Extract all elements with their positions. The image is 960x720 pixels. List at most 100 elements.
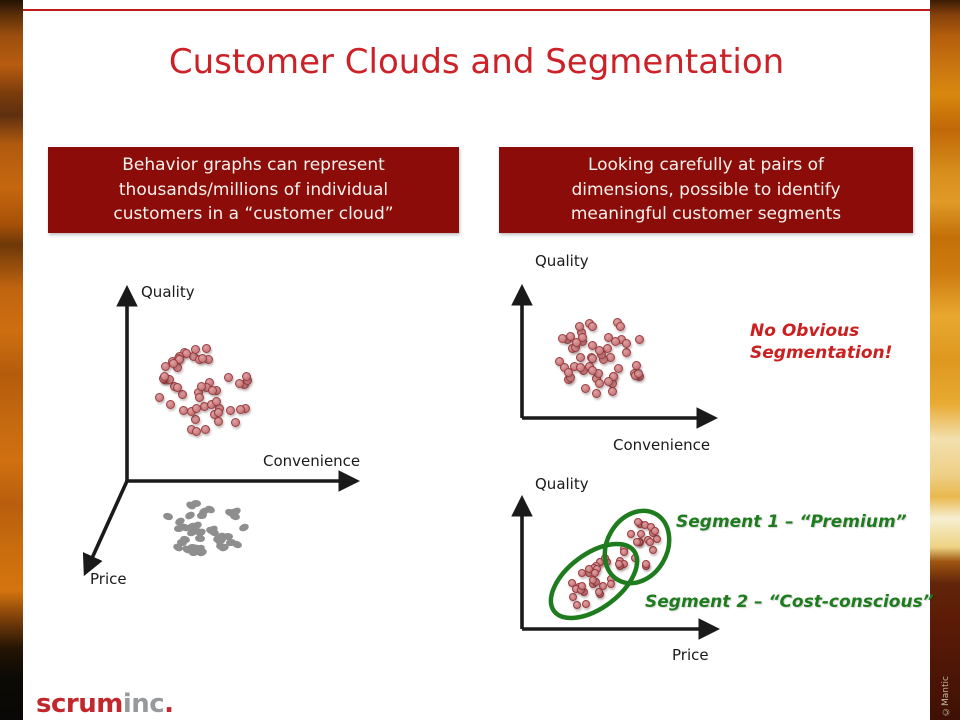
customer-dot: [608, 372, 618, 382]
customer-dot: [235, 379, 245, 389]
segment-1-label: Segment 1 – “Premium”: [676, 512, 907, 532]
customer-dot: [630, 370, 640, 380]
customer-dot: [576, 586, 585, 595]
customer-dot: [575, 583, 584, 592]
segment-2-label: Segment 2 – “Cost-conscious”: [645, 592, 934, 612]
customer-dot: [603, 333, 613, 342]
customer-dot: [191, 404, 201, 414]
customer-dot: [592, 562, 601, 571]
customer-dot: [179, 405, 189, 415]
customer-dot: [199, 402, 209, 412]
customer-dot: [591, 388, 601, 398]
customer-dot: [165, 399, 175, 409]
customer-dot: [650, 527, 659, 536]
axis-label-quality-bottom: Quality: [535, 475, 589, 493]
page-title: Customer Clouds and Segmentation: [168, 42, 785, 82]
customer-dot: [589, 580, 598, 589]
customer-dot: [225, 538, 237, 547]
customer-dot: [196, 381, 206, 391]
customer-dot: [608, 386, 618, 396]
customer-dot: [562, 335, 572, 345]
customer-dot: [558, 334, 568, 344]
customer-dot: [563, 368, 573, 377]
customer-dot: [217, 530, 230, 542]
customer-dot: [212, 533, 225, 544]
customer-dot: [175, 355, 185, 365]
customer-dot: [589, 563, 598, 572]
customer-dot: [635, 335, 645, 345]
customer-dot: [577, 328, 587, 338]
customer-dot: [572, 337, 582, 347]
customer-dot: [196, 511, 208, 521]
customer-dot: [587, 365, 597, 375]
customer-dot: [633, 518, 642, 527]
customer-dot: [186, 407, 196, 417]
customer-dot: [170, 381, 180, 391]
customer-dot: [569, 361, 579, 371]
customer-dot: [226, 406, 236, 415]
customer-dot: [171, 541, 184, 553]
customer-dot: [581, 383, 591, 393]
customer-dot: [595, 345, 605, 355]
customer-dot: [195, 527, 208, 539]
customer-dot: [588, 322, 598, 332]
customer-dot: [241, 372, 251, 382]
scruminc-logo: scruminc.: [36, 689, 174, 719]
customer-dot: [226, 506, 239, 518]
segment-ellipses: [548, 508, 672, 621]
customer-dot: [231, 417, 241, 427]
customer-dot: [577, 569, 586, 578]
customer-dot: [581, 599, 590, 608]
customer-dot: [598, 355, 608, 365]
customer-dot: [213, 407, 223, 417]
customer-dot: [633, 368, 643, 378]
customer-dot: [572, 601, 581, 610]
customer-dot: [173, 353, 183, 363]
customer-dot: [194, 354, 204, 364]
axes-3d-chart: [82, 284, 361, 577]
customer-dot: [611, 336, 621, 346]
customer-dot: [222, 532, 233, 541]
customer-dot: [185, 527, 198, 538]
customer-dot: [577, 581, 586, 590]
customer-dot: [587, 341, 597, 350]
customer-dot: [174, 516, 187, 528]
customer-dot: [591, 578, 600, 587]
customer-dot: [614, 363, 624, 373]
customer-dot: [214, 535, 227, 546]
top-divider-rule: [23, 9, 930, 11]
customer-dot: [636, 519, 645, 528]
customer-dot: [209, 409, 219, 419]
customer-dot: [197, 354, 207, 364]
customer-dot: [161, 362, 171, 372]
customer-dot: [637, 529, 646, 538]
customer-dot: [559, 363, 569, 373]
customer-dot: [164, 374, 174, 384]
customer-dot: [642, 560, 651, 569]
customer-dot: [619, 560, 628, 569]
customer-dot: [185, 500, 198, 512]
customer-dot: [158, 374, 168, 384]
customer-dot: [576, 362, 586, 372]
customer-dot: [207, 523, 220, 536]
customer-dot: [188, 547, 200, 557]
customer-dot: [204, 525, 217, 536]
customer-dot: [568, 593, 577, 602]
customer-dot: [188, 352, 198, 362]
customer-dot: [616, 562, 625, 571]
axis-label-quality-3d: Quality: [141, 283, 195, 301]
customer-dot: [202, 382, 211, 392]
segment-2-ellipse: [548, 541, 640, 621]
customer-dot: [215, 541, 228, 552]
customer-dot: [218, 542, 230, 553]
customer-dot: [195, 534, 206, 543]
customer-dot: [204, 378, 214, 388]
customer-dot: [188, 543, 201, 555]
customer-dot: [601, 553, 609, 562]
customer-dot: [186, 543, 198, 552]
customer-dot: [195, 547, 208, 559]
customer-dot: [567, 343, 577, 353]
customer-dot: [595, 558, 604, 567]
customer-dot: [173, 383, 183, 393]
